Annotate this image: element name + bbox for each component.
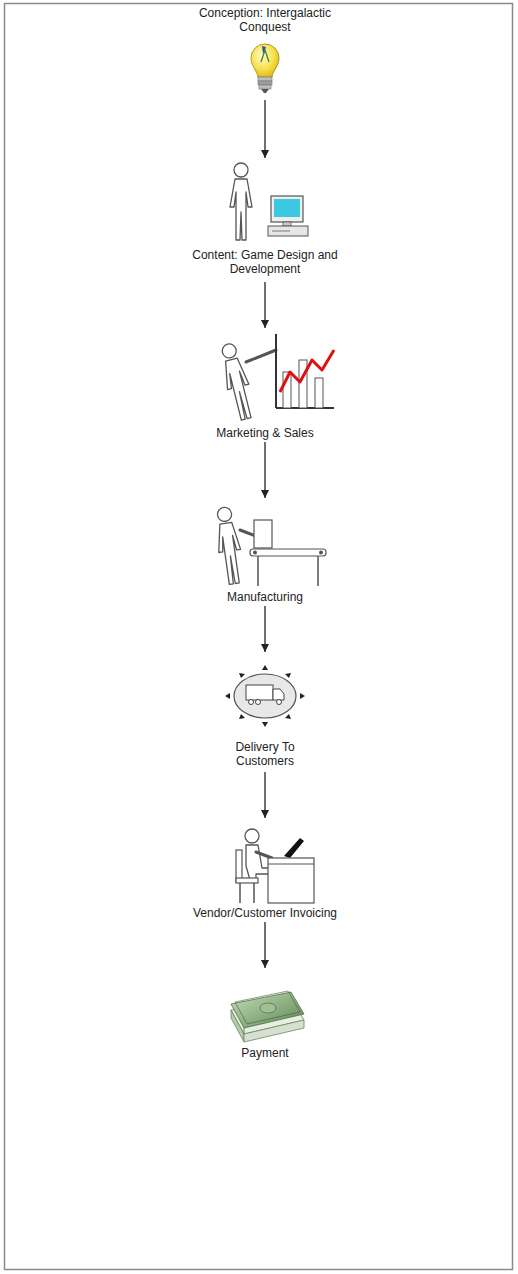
flow-arrow — [264, 606, 265, 652]
frame-border — [5, 4, 513, 1270]
money-stack-icon — [231, 991, 304, 1042]
delivery-icon — [225, 665, 305, 727]
step-label: Conception: Intergalactic Conquest — [195, 6, 335, 34]
process-step: Conception: Intergalactic Conquest — [185, 6, 345, 100]
step-label: Content: Game Design and Development — [175, 248, 355, 276]
step-label: Vendor/Customer Invoicing — [180, 906, 350, 920]
marketing-chart-icon — [217, 334, 334, 422]
step-label: Payment — [215, 1046, 315, 1060]
flow-arrow — [264, 282, 265, 328]
manufacturing-icon — [213, 506, 326, 586]
process-step: Vendor/Customer Invoicing — [175, 818, 355, 922]
process-step: Content: Game Design and Development — [165, 158, 365, 282]
step-label: Delivery To Customers — [226, 740, 304, 768]
flow-arrow — [264, 772, 265, 818]
process-step: Marketing & Sales — [190, 328, 340, 442]
flow-arrow — [264, 922, 265, 968]
step-label: Manufacturing — [195, 590, 335, 604]
invoicing-icon — [236, 829, 314, 903]
designer-icon — [230, 163, 308, 240]
flow-arrow — [264, 100, 265, 158]
step-label: Marketing & Sales — [195, 426, 335, 440]
flow-arrow — [264, 442, 265, 498]
process-step: Manufacturing — [190, 498, 340, 606]
lightbulb-icon — [251, 44, 279, 93]
process-step: Delivery To Customers — [205, 652, 325, 772]
process-step: Payment — [210, 968, 320, 1062]
